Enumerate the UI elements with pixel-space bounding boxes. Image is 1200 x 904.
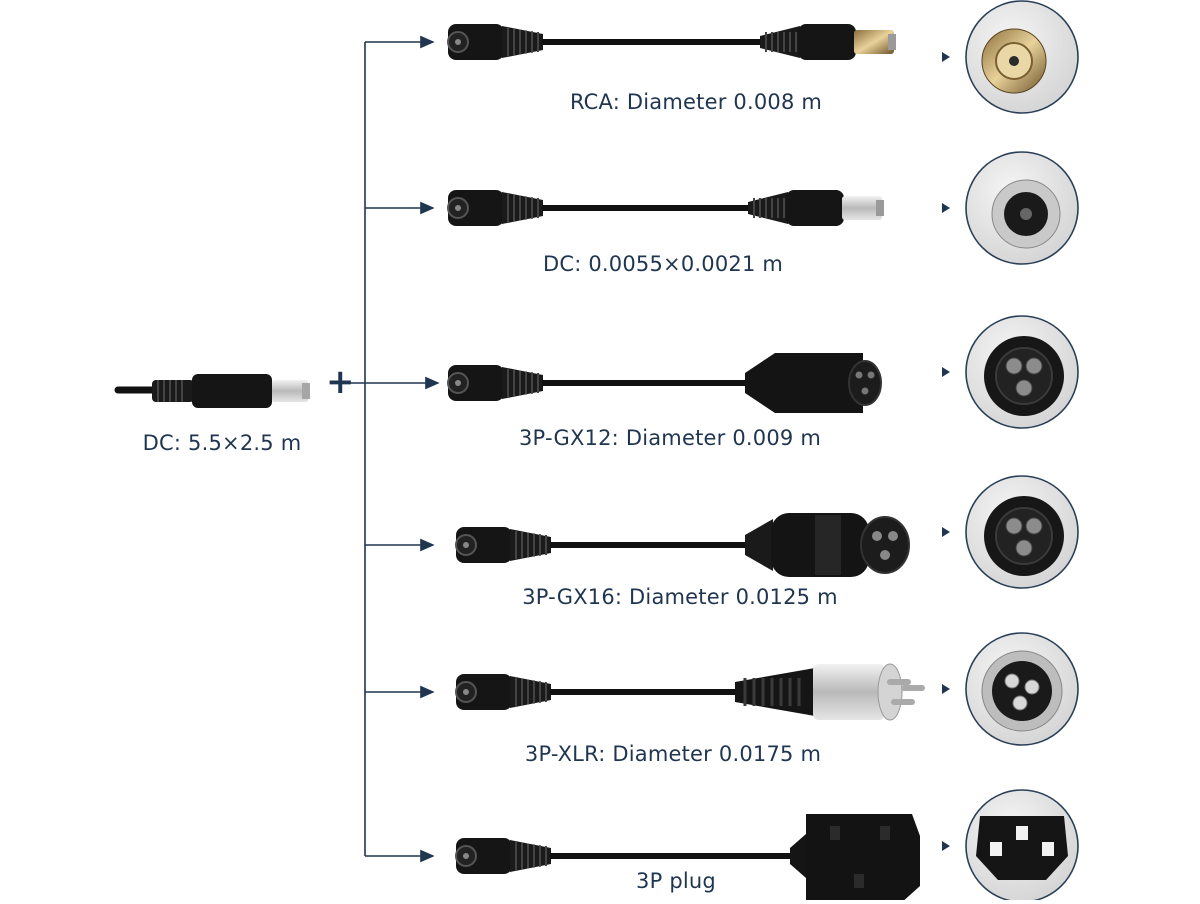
adapter-label-gx16: 3P-GX16: Diameter 0.0125 m (522, 585, 838, 609)
adapter-row-gx16 (365, 475, 1079, 589)
3p-gx12-plug-icon (745, 353, 882, 413)
female-dc-socket-icon (455, 527, 512, 563)
pointer-arrow-icon (942, 52, 950, 62)
strain-relief (510, 676, 551, 708)
pointer-arrow-icon (942, 684, 950, 694)
adapter-label-xlr: 3P-XLR: Diameter 0.0175 m (524, 742, 822, 766)
branch-bracket (350, 42, 440, 856)
female-dc-socket-icon (455, 838, 512, 874)
adapter-label-rca: RCA: Diameter 0.008 m (569, 90, 823, 114)
female-dc-socket-icon (455, 674, 512, 710)
pointer-arrow-icon (942, 841, 950, 851)
source-plug-body (192, 374, 272, 408)
3p-xlr-plug-icon (735, 663, 925, 721)
adapter-row-xlr (365, 632, 1079, 746)
source-strain-relief (152, 380, 194, 402)
female-dc-socket-icon (447, 24, 504, 60)
3p-iec-plug-icon (790, 814, 920, 904)
adapter-label-3p-plug: 3P plug (636, 869, 716, 893)
rca-plug-icon (760, 24, 896, 60)
female-dc-socket-icon (447, 365, 504, 401)
pointer-arrow-icon (942, 527, 950, 537)
source-plug-tip (272, 380, 308, 402)
adapter-row-gx12 (447, 315, 1079, 429)
strain-relief (510, 840, 551, 872)
pointer-arrow-icon (942, 367, 950, 377)
plus-sign: + (326, 362, 355, 402)
female-dc-socket-icon (447, 190, 504, 226)
connector-closeup-xlr (965, 632, 1079, 746)
strain-relief (502, 367, 543, 399)
connector-closeup-iec (965, 789, 1079, 903)
adapter-label-dc: DC: 0.0055×0.0021 m (542, 252, 784, 276)
connector-closeup-gx12 (965, 315, 1079, 429)
connector-closeup-dc (965, 151, 1079, 265)
dc-barrel-plug-icon (748, 190, 884, 226)
connector-closeup-rca (965, 0, 1079, 114)
adapter-row-iec (365, 789, 1079, 904)
strain-relief (510, 529, 551, 561)
adapter-row-rca (365, 0, 1079, 114)
pointer-arrow-icon (942, 203, 950, 213)
adapter-row-dc (365, 151, 1079, 265)
strain-relief (502, 192, 543, 224)
source-dc-cable (114, 374, 310, 408)
source-label: DC: 5.5×2.5 m (142, 431, 302, 455)
adapter-label-gx12: 3P-GX12: Diameter 0.009 m (518, 426, 822, 450)
connector-closeup-gx16 (965, 475, 1079, 589)
strain-relief (502, 26, 543, 58)
3p-gx16-plug-icon (745, 513, 910, 577)
